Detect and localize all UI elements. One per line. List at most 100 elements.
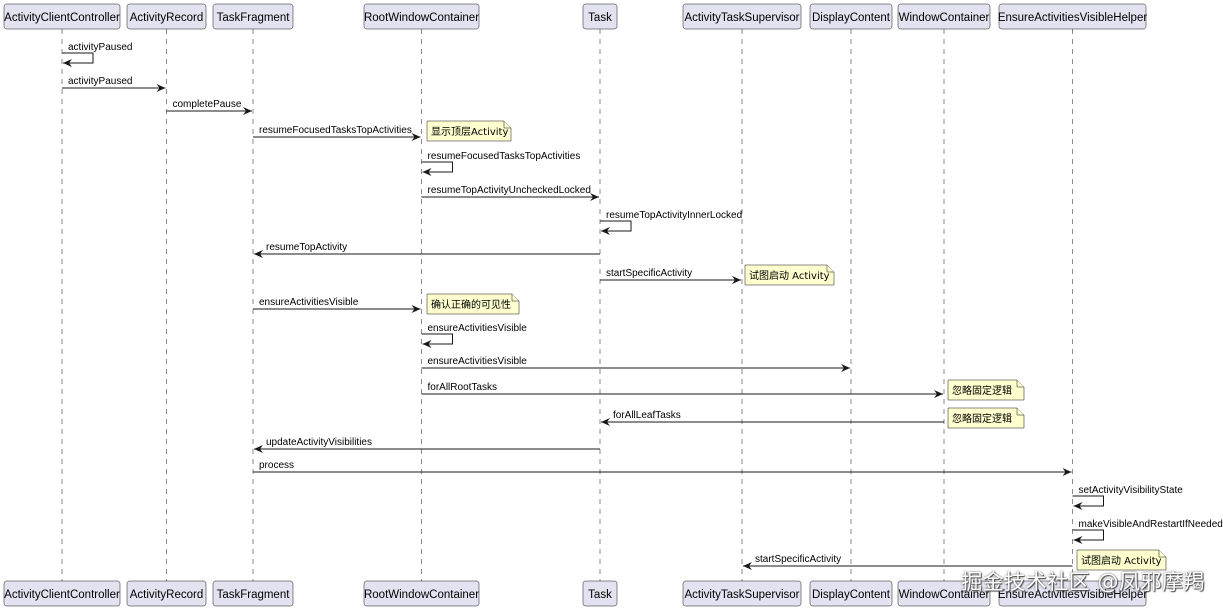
participant-label: ActivityTaskSupervisor	[684, 589, 799, 601]
note-label: 显示顶层Activity	[431, 126, 508, 138]
message-4: resumeFocusedTasksTopActivities	[421, 151, 581, 176]
participant-label: WindowContainer	[899, 12, 990, 24]
participant-box	[363, 580, 480, 607]
note-4: 忽略固定逻辑	[947, 407, 1025, 429]
message-17: makeVisibleAndRestartIfNeeded	[1072, 519, 1223, 544]
note-box	[744, 264, 835, 286]
message-label: startSpecificActivity	[606, 268, 692, 279]
participant-box	[363, 3, 480, 30]
note-label: 试图启动 Activity	[1081, 554, 1162, 567]
participant-ats-bottom: ActivityTaskSupervisor	[682, 580, 802, 607]
self-message-arrow	[600, 220, 632, 235]
participant-box	[682, 3, 802, 30]
message-16: setActivityVisibilityState	[1072, 485, 1183, 510]
self-message-arrow	[421, 333, 453, 348]
participant-box	[682, 580, 802, 607]
self-message-arrow	[421, 161, 453, 176]
note-0: 显示顶层Activity	[426, 120, 512, 142]
message-5: resumeTopActivityUncheckedLocked	[421, 185, 599, 201]
participant-box	[809, 580, 893, 607]
message-10: ensureActivitiesVisible	[421, 323, 527, 348]
note-box	[426, 120, 512, 142]
participant-box	[126, 580, 207, 607]
message-label: resumeFocusedTasksTopActivities	[428, 151, 581, 162]
message-label: startSpecificActivity	[755, 554, 841, 565]
participant-label: EnsureActivitiesVisibleHelper	[998, 12, 1148, 24]
participant-label: DisplayContent	[812, 12, 891, 24]
note-box	[1076, 549, 1167, 571]
participant-box	[3, 3, 121, 30]
participant-eav-bottom: EnsureActivitiesVisibleHelper	[998, 580, 1148, 607]
message-9: ensureActivitiesVisible	[253, 297, 421, 313]
participant-box	[582, 580, 618, 607]
participant-label: Task	[588, 12, 612, 24]
note-label: 试图启动 Activity	[749, 269, 830, 282]
note-fold	[511, 294, 519, 302]
message-1: activityPaused	[62, 76, 166, 92]
participant-rwc-top: RootWindowContainer	[363, 3, 480, 30]
message-7: resumeTopActivity	[254, 242, 600, 258]
message-label: activityPaused	[68, 42, 132, 53]
participant-label: ActivityClientController	[4, 589, 120, 601]
message-label: process	[259, 460, 294, 471]
message-label: activityPaused	[68, 76, 132, 87]
participant-tf-bottom: TaskFragment	[212, 580, 294, 607]
message-label: forAllLeafTasks	[613, 410, 681, 421]
participant-wc-top: WindowContainer	[897, 3, 991, 30]
note-box	[426, 293, 520, 315]
participant-dc-top: DisplayContent	[809, 3, 893, 30]
participant-acc-bottom: ActivityClientController	[3, 580, 121, 607]
participant-label: ActivityClientController	[4, 12, 120, 24]
message-15: process	[253, 460, 1072, 476]
participant-label: RootWindowContainer	[364, 12, 479, 24]
message-8: startSpecificActivity	[600, 268, 741, 284]
note-2: 确认正确的可见性	[426, 293, 520, 315]
note-fold	[1016, 408, 1024, 416]
participant-box	[3, 580, 121, 607]
self-message-arrow	[1072, 529, 1104, 544]
participant-label: ActivityTaskSupervisor	[684, 12, 799, 24]
self-message-arrow	[1072, 495, 1104, 510]
message-18: startSpecificActivity	[743, 554, 1073, 570]
participant-acc-top: ActivityClientController	[3, 3, 121, 30]
message-label: resumeTopActivity	[266, 242, 347, 253]
participant-box	[582, 3, 618, 30]
message-label: resumeFocusedTasksTopActivities	[259, 125, 412, 136]
participant-ats-top: ActivityTaskSupervisor	[682, 3, 802, 30]
message-label: forAllRootTasks	[428, 382, 497, 393]
note-5: 试图启动 Activity	[1076, 549, 1167, 571]
participant-ar-bottom: ActivityRecord	[126, 580, 207, 607]
participant-dc-bottom: DisplayContent	[809, 580, 893, 607]
participant-rwc-bottom: RootWindowContainer	[363, 580, 480, 607]
message-3: resumeFocusedTasksTopActivities	[253, 125, 421, 141]
participant-label: TaskFragment	[217, 589, 291, 601]
message-label: ensureActivitiesVisible	[259, 297, 359, 308]
note-box	[947, 379, 1025, 401]
participant-label: DisplayContent	[812, 589, 891, 601]
message-0: activityPaused	[62, 42, 132, 67]
participant-box	[897, 580, 991, 607]
participant-task-top: Task	[582, 3, 618, 30]
participant-label: RootWindowContainer	[364, 589, 479, 601]
note-label: 忽略固定逻辑	[952, 384, 1012, 397]
self-message-arrow	[62, 52, 94, 67]
participant-box	[998, 580, 1147, 607]
message-2: completePause	[166, 99, 252, 115]
participant-box	[897, 3, 991, 30]
participant-label: EnsureActivitiesVisibleHelper	[998, 589, 1148, 601]
note-label: 确认正确的可见性	[431, 298, 511, 311]
message-label: resumeTopActivityUncheckedLocked	[428, 185, 591, 196]
message-13: forAllLeafTasks	[601, 410, 944, 426]
message-14: updateActivityVisibilities	[254, 437, 600, 453]
participant-box	[998, 3, 1147, 30]
message-label: ensureActivitiesVisible	[428, 356, 528, 367]
message-6: resumeTopActivityInnerLocked	[600, 210, 742, 235]
participant-tf-top: TaskFragment	[212, 3, 294, 30]
note-label: 忽略固定逻辑	[952, 412, 1012, 425]
message-label: updateActivityVisibilities	[266, 437, 372, 448]
message-11: ensureActivitiesVisible	[421, 356, 850, 372]
participant-label: WindowContainer	[899, 589, 990, 601]
participant-task-bottom: Task	[582, 580, 618, 607]
watermark: 掘金技术社区 @凤邪摩羯	[961, 570, 1205, 594]
